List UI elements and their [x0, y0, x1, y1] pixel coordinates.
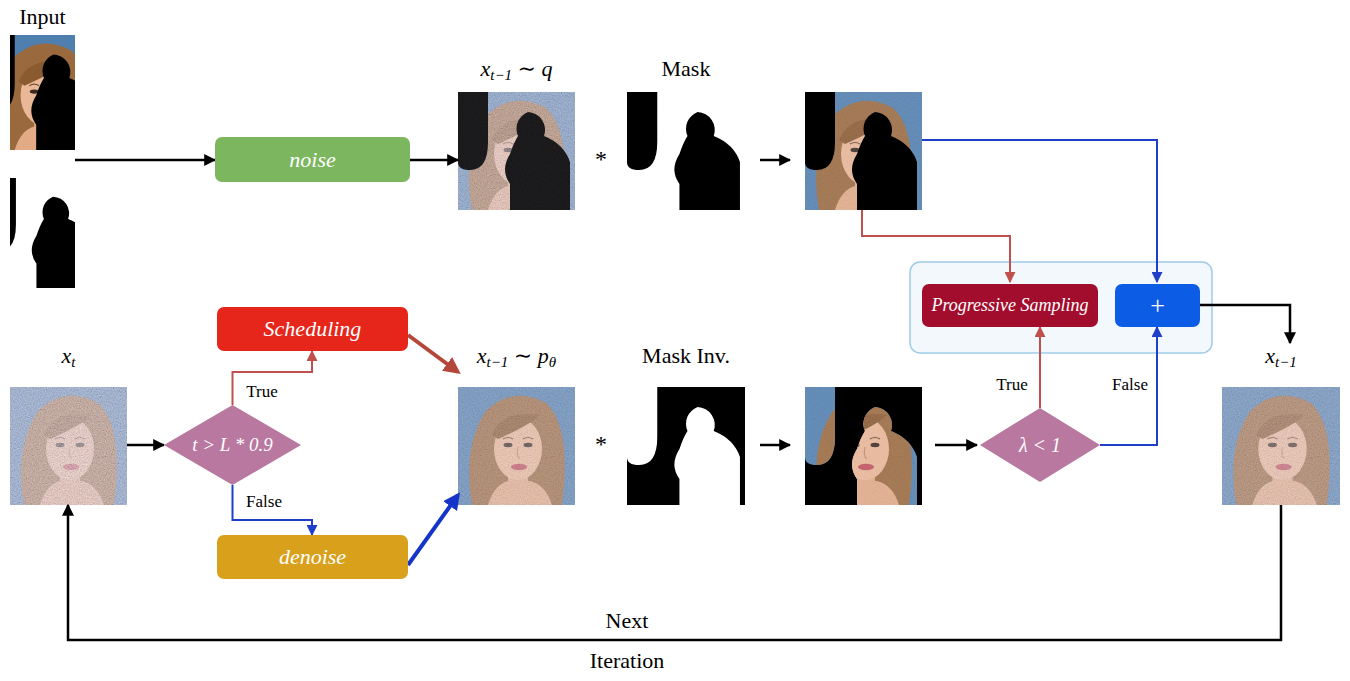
operator-box: +	[1115, 284, 1200, 327]
image-heading: xt	[62, 343, 76, 368]
decision-diamond: t > L * 0.9	[164, 405, 301, 485]
label-box: *	[593, 431, 609, 459]
edge-label: False	[1112, 375, 1148, 394]
node-text: denoise	[279, 544, 346, 569]
image-heading: xt−1 ∼ pθ	[477, 343, 556, 368]
connector-arrow	[75, 159, 215, 162]
image-heading: xt−1	[1265, 343, 1297, 368]
input-image: Input	[10, 4, 75, 290]
combine-panel	[910, 262, 1212, 353]
process-box: Scheduling	[217, 307, 408, 351]
label-box: Next	[604, 608, 651, 633]
arrow	[760, 444, 790, 447]
connector-arrow	[68, 505, 1281, 640]
connector-arrow	[233, 351, 313, 405]
label-box: *	[593, 146, 609, 174]
image-node: xt−1 ∼ pθ	[458, 343, 575, 505]
connector-arrow	[233, 485, 313, 535]
diagram-label: *	[595, 146, 607, 172]
masked-generated-region	[805, 387, 922, 505]
arrow	[935, 444, 977, 447]
connector-arrow	[1039, 327, 1041, 408]
decision-diamond: λ < 1	[980, 408, 1100, 482]
edge-label-box: True	[244, 382, 280, 402]
mask-image	[627, 92, 745, 210]
process-box: Progressive Sampling	[922, 284, 1098, 327]
noisy-masked-image	[458, 92, 575, 210]
node-text: λ < 1	[1019, 434, 1061, 457]
mask-node: Mask Inv.	[627, 343, 745, 505]
node-text: Scheduling	[264, 316, 362, 341]
masked-known-region	[805, 92, 922, 210]
edge-label-box: False	[244, 492, 284, 512]
wire	[862, 210, 1010, 282]
connector-arrow	[410, 159, 458, 162]
label-box: Iteration	[588, 648, 667, 673]
connector-arrow	[1100, 327, 1157, 445]
image-heading: Mask Inv.	[642, 343, 730, 368]
connector-arrow	[1200, 305, 1290, 343]
edge-label: True	[246, 382, 278, 401]
mask-node: Mask	[627, 56, 745, 210]
diamond-fill	[164, 405, 301, 485]
diamond-fill	[980, 408, 1100, 482]
connector-arrow	[408, 335, 458, 372]
output-image	[1222, 387, 1340, 505]
image-heading: Input	[19, 4, 65, 29]
process-box: denoise	[217, 535, 408, 579]
edge-label: True	[996, 375, 1028, 394]
denoised-image	[458, 387, 575, 505]
input-mask	[0, 178, 92, 288]
node-text: +	[1150, 291, 1165, 321]
node-text: noise	[289, 147, 335, 172]
edge-label: False	[246, 492, 282, 511]
node-text: t > L * 0.9	[192, 434, 273, 456]
connector-arrow	[127, 444, 164, 447]
edge-label-box: True	[994, 375, 1030, 395]
edge-label-box: False	[1110, 375, 1150, 395]
process-box: noise	[215, 137, 410, 182]
connector-arrow	[408, 495, 458, 565]
noisy-image	[10, 387, 127, 505]
image-node: xt−1 ∼ q	[458, 56, 575, 210]
node-text: Progressive Sampling	[931, 295, 1088, 316]
diagram-label: *	[595, 431, 607, 457]
input-face	[0, 35, 100, 150]
wire	[922, 140, 1157, 282]
inverse-mask-image	[627, 387, 745, 505]
diagram-label: Next	[606, 608, 649, 633]
arrow	[760, 159, 790, 162]
diagram-label: Iteration	[590, 648, 665, 673]
image-node: xt−1	[1222, 343, 1340, 505]
image-node: xt	[10, 343, 127, 505]
image-heading: xt−1 ∼ q	[481, 56, 553, 81]
image-heading: Mask	[662, 56, 711, 81]
